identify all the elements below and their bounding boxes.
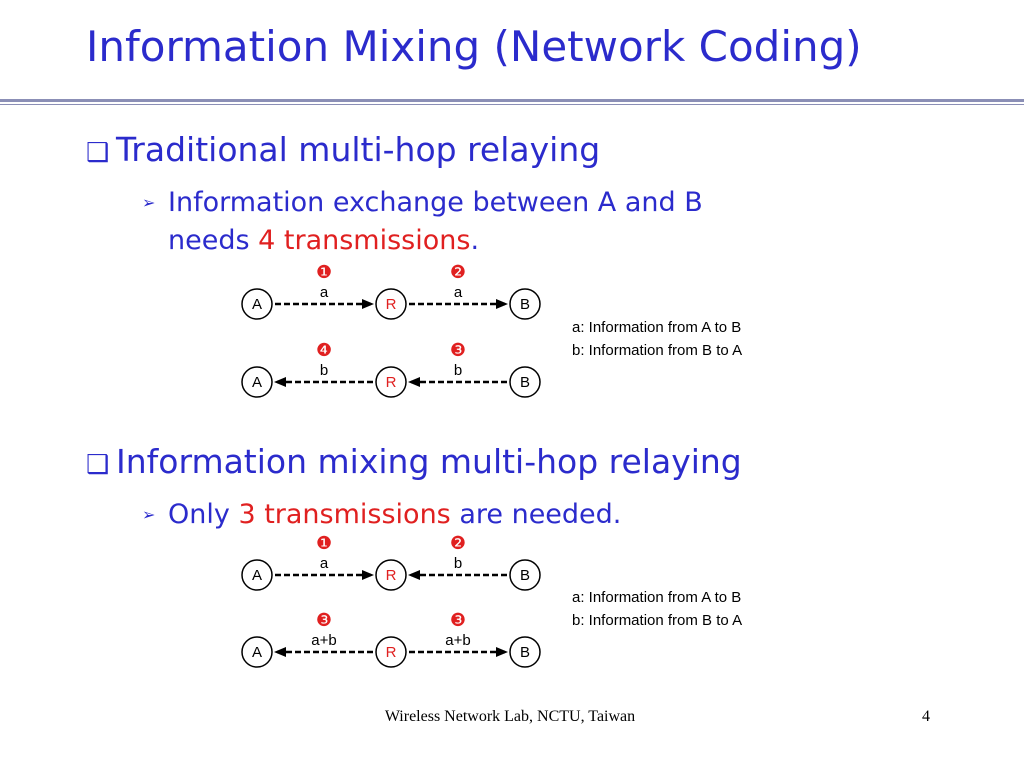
node-b-label: B (520, 567, 530, 584)
node-r-circle (375, 366, 407, 398)
node-r-label: R (386, 296, 397, 313)
legend-item-a: a: Information from A to B (572, 589, 742, 606)
legend-traditional: a: Information from A to B b: Informatio… (572, 316, 742, 362)
bullet-heading: Traditional multi-hop relaying (116, 130, 601, 169)
title-rule-thick (0, 99, 1024, 102)
sub-bullet-line-2: needs 4 transmissions. (168, 225, 480, 256)
hop-payload-label: a (454, 284, 463, 301)
node-r-label: R (386, 644, 397, 661)
hop-payload-label: a (320, 555, 329, 572)
arrowhead-icon: ➢ (142, 193, 156, 212)
bullet-mixing: ❑Information mixing multi-hop relaying (86, 442, 742, 481)
legend-item-b: b: Information from B to A (572, 342, 743, 359)
sub-bullet-line-1: Information exchange between A and B (168, 187, 703, 218)
sub-bullet-traditional: ➢ Information exchange between A and B n… (142, 184, 703, 260)
slide-title: Information Mixing (Network Coding) (86, 22, 862, 71)
hop-payload-label: a (320, 284, 329, 301)
transmission-order-marker: ❷ (450, 262, 466, 283)
bullet-traditional: ❑Traditional multi-hop relaying (86, 130, 600, 169)
bullet-heading: Information mixing multi-hop relaying (116, 442, 742, 481)
node-a-circle (241, 559, 273, 591)
hop-payload-label: b (320, 362, 328, 379)
hollow-square-icon: ❑ (86, 138, 110, 168)
transmission-order-marker: ❸ (316, 610, 332, 631)
transmission-order-marker: ❸ (450, 340, 466, 361)
sub-bullet-mixing: ➢ Only 3 transmissions are needed. (142, 496, 622, 534)
hop-payload-label: b (454, 362, 462, 379)
node-a-label: A (252, 374, 262, 391)
sub-bullet-line-1: Only 3 transmissions are needed. (168, 499, 622, 530)
node-r-label: R (386, 374, 397, 391)
page-number: 4 (922, 708, 930, 725)
node-r-label: R (386, 567, 397, 584)
node-b-label: B (520, 644, 530, 661)
footer-text: Wireless Network Lab, NCTU, Taiwan (384, 708, 636, 725)
node-b-circle (509, 288, 541, 320)
transmission-order-marker: ❶ (316, 533, 332, 554)
node-r-circle (375, 559, 407, 591)
node-b-label: B (520, 374, 530, 391)
transmission-order-marker: ❹ (316, 340, 332, 361)
hop-payload-label: a+b (311, 632, 336, 649)
transmission-order-marker: ❸ (450, 610, 466, 631)
node-a-circle (241, 288, 273, 320)
legend-item-a: a: Information from A to B (572, 319, 742, 336)
transmission-order-marker: ❷ (450, 533, 466, 554)
legend-mixing: a: Information from A to B b: Informatio… (572, 586, 742, 632)
legend-item-b: b: Information from B to A (572, 612, 743, 629)
node-r-circle (375, 288, 407, 320)
node-a-label: A (252, 644, 262, 661)
transmission-count: 3 transmissions (238, 499, 451, 530)
hop-payload-label: b (454, 555, 462, 572)
node-a-circle (241, 636, 273, 668)
node-b-circle (509, 636, 541, 668)
arrowhead-icon: ➢ (142, 505, 156, 524)
node-b-label: B (520, 296, 530, 313)
node-a-circle (241, 366, 273, 398)
node-a-label: A (252, 296, 262, 313)
transmission-count: 4 transmissions (258, 225, 471, 256)
node-a-label: A (252, 567, 262, 584)
node-b-circle (509, 366, 541, 398)
title-rule-thin (0, 104, 1024, 105)
node-b-circle (509, 559, 541, 591)
hollow-square-icon: ❑ (86, 450, 110, 480)
node-r-circle (375, 636, 407, 668)
transmission-order-marker: ❶ (316, 262, 332, 283)
hop-payload-label: a+b (445, 632, 470, 649)
